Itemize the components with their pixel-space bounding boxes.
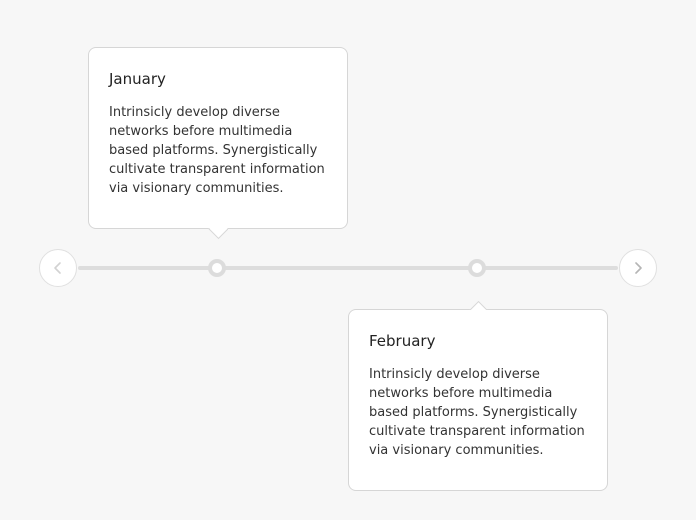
event-title: February xyxy=(369,332,436,350)
card-pointer xyxy=(208,228,228,240)
event-card-january: January Intrinsicly develop diverse netw… xyxy=(88,47,348,229)
chevron-left-icon xyxy=(54,262,61,274)
event-title: January xyxy=(109,70,166,88)
card-pointer xyxy=(468,298,488,310)
timeline-marker-january[interactable] xyxy=(208,259,226,277)
event-description: Intrinsicly develop diverse networks bef… xyxy=(109,105,325,196)
previous-button[interactable] xyxy=(39,249,77,287)
event-card-february: February Intrinsicly develop diverse net… xyxy=(348,309,608,491)
next-button[interactable] xyxy=(619,249,657,287)
event-description: Intrinsicly develop diverse networks bef… xyxy=(369,367,585,458)
chevron-right-icon xyxy=(635,262,642,274)
timeline-track xyxy=(78,266,618,270)
timeline-marker-february[interactable] xyxy=(468,259,486,277)
